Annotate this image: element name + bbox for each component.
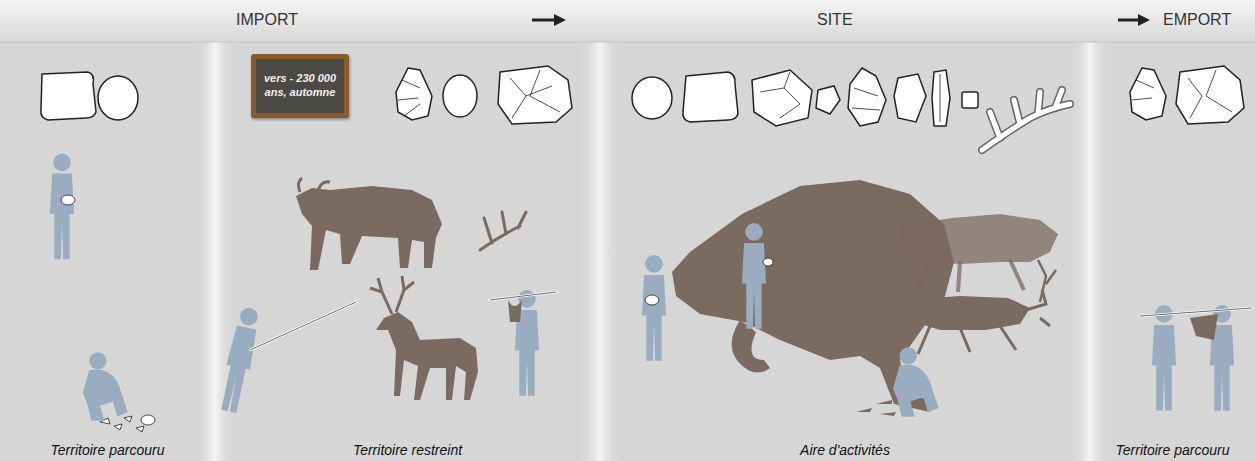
date-note: vers - 230 000 ans, automne (256, 69, 344, 103)
territory-panel: Territoire parcouru (1090, 42, 1255, 461)
territory-label: Territoire parcouru (0, 442, 215, 458)
territory-label: Aire d'activités (600, 442, 1090, 458)
phase-label: SITE (817, 11, 853, 29)
territory-panel: Territoire parcouru (0, 42, 215, 461)
territory-panel: Territoire restreint vers - 230 000 ans, … (215, 42, 600, 461)
phase-label: IMPORT (236, 11, 298, 29)
chalkboard: vers - 230 000 ans, automne (251, 54, 349, 118)
phase-label: EMPORT (1163, 11, 1231, 29)
territory-panel: Aire d'activités (600, 42, 1090, 461)
territory-label: Territoire parcouru (1090, 442, 1255, 458)
territory-label: Territoire restreint (215, 442, 600, 458)
